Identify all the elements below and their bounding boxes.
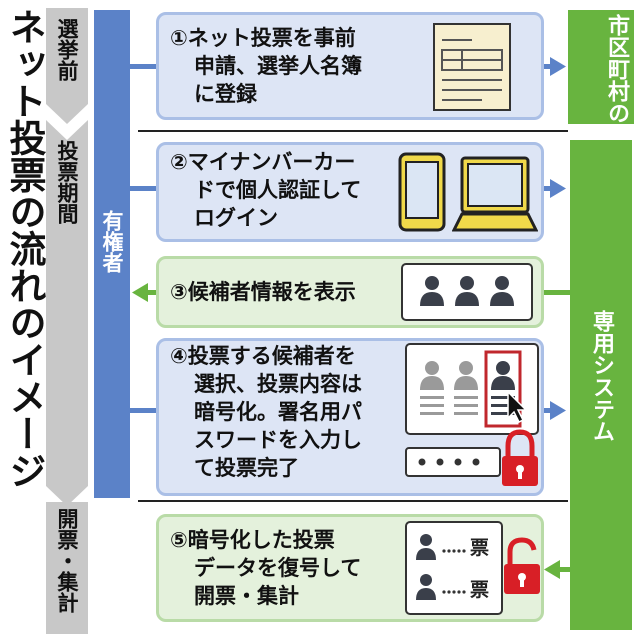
text-line bbox=[420, 404, 444, 407]
person-icon bbox=[490, 292, 514, 306]
person-icon bbox=[416, 588, 436, 600]
ballot-decoding-panel bbox=[405, 521, 503, 615]
step-1-line: 申請、選挙人名簿 bbox=[194, 54, 362, 78]
step-3-number: ③ bbox=[170, 280, 188, 304]
person-icon bbox=[420, 534, 432, 546]
step-5-number: ⑤ bbox=[170, 528, 188, 552]
person-icon bbox=[491, 376, 515, 390]
step-4-number: ④ bbox=[170, 344, 188, 368]
step-2-line: ログイン bbox=[194, 206, 278, 230]
main-title: ネット投票の流れのイメージ bbox=[3, 8, 46, 489]
municipality-box bbox=[568, 10, 634, 124]
separator-line bbox=[138, 500, 568, 502]
phase-before-shape bbox=[46, 8, 88, 124]
cursor-icon bbox=[507, 390, 528, 424]
person-icon bbox=[454, 376, 478, 390]
phase-counting-label: 開票・集計 bbox=[55, 508, 79, 613]
step-5-text: ⑤暗号化した投票 データを復号して 開票・集計 bbox=[170, 526, 400, 610]
step-4-line: 投票する候補者を bbox=[187, 344, 356, 368]
ballot-label: 票 bbox=[470, 537, 490, 559]
phase-counting-shape bbox=[46, 502, 88, 634]
person-icon bbox=[495, 276, 509, 290]
text-line bbox=[491, 404, 515, 407]
person-icon bbox=[455, 292, 479, 306]
password-field bbox=[405, 447, 501, 477]
candidates-panel bbox=[401, 263, 533, 321]
step-2-text: ②マイナンバーカー ドで個人認証して ログイン bbox=[170, 148, 400, 232]
step-3-text: ③候補者情報を表示 bbox=[170, 278, 400, 306]
person-icon bbox=[420, 574, 432, 586]
step-1-text: ①ネット投票を事前 申請、選挙人名簿 に登録 bbox=[170, 24, 410, 108]
system-label: 専用システム bbox=[589, 310, 614, 442]
person-icon bbox=[416, 548, 436, 560]
person-icon bbox=[420, 376, 444, 390]
step-5-line: データを復号して bbox=[194, 556, 362, 580]
step-4-text: ④投票する候補者を 選択、投票内容は 暗号化。署名用パ スワードを入力し て投票… bbox=[170, 342, 400, 482]
phase-voting-label: 投票期間 bbox=[55, 140, 79, 224]
text-line bbox=[420, 396, 444, 399]
system-box bbox=[570, 140, 632, 630]
step-2-number: ② bbox=[170, 150, 188, 174]
password-dots bbox=[418, 458, 480, 466]
person-icon bbox=[425, 361, 439, 375]
step-5-line: 暗号化した投票 bbox=[187, 528, 335, 552]
ellipsis-dots bbox=[442, 549, 466, 594]
person-icon bbox=[496, 361, 510, 375]
text-line bbox=[491, 396, 515, 399]
document-form-icon bbox=[433, 23, 511, 111]
phase-arrow-bar bbox=[46, 8, 88, 634]
text-line bbox=[454, 396, 478, 399]
step-3-line: 候補者情報を表示 bbox=[187, 280, 356, 304]
person-icon bbox=[425, 276, 439, 290]
phase-voting-shape bbox=[46, 120, 88, 506]
step-5-line: 開票・集計 bbox=[194, 584, 299, 608]
text-line bbox=[491, 412, 515, 415]
step-1-line: ネット投票を事前 bbox=[187, 26, 356, 50]
text-line bbox=[454, 412, 478, 415]
text-line bbox=[420, 412, 444, 415]
person-icon bbox=[459, 361, 473, 375]
step-4-line: て投票完了 bbox=[194, 456, 299, 480]
step-1-number: ① bbox=[170, 26, 188, 50]
smartphone-icon bbox=[398, 152, 446, 232]
person-icon bbox=[460, 276, 474, 290]
separator-line bbox=[138, 130, 568, 132]
voter-label: 有権者 bbox=[100, 210, 124, 273]
selected-candidate-frame bbox=[484, 350, 522, 428]
step-1-line: に登録 bbox=[194, 82, 257, 106]
lock-open-icon bbox=[504, 537, 540, 594]
step-2-line: ドで個人認証して bbox=[194, 178, 362, 202]
step-4-line: スワードを入力し bbox=[194, 428, 362, 452]
lock-closed-icon bbox=[502, 429, 538, 486]
laptop-icon bbox=[452, 156, 538, 232]
text-line bbox=[454, 404, 478, 407]
person-icon bbox=[420, 292, 444, 306]
step-4-line: 暗号化。署名用パ bbox=[194, 400, 362, 424]
voter-bar bbox=[94, 10, 130, 498]
step-4-line: 選択、投票内容は bbox=[194, 372, 362, 396]
ballot-label: 票 bbox=[470, 579, 490, 601]
phase-before-label: 選挙前 bbox=[55, 18, 79, 81]
vote-selection-panel bbox=[405, 343, 539, 486]
step-2-line: マイナンバーカー bbox=[187, 150, 356, 174]
